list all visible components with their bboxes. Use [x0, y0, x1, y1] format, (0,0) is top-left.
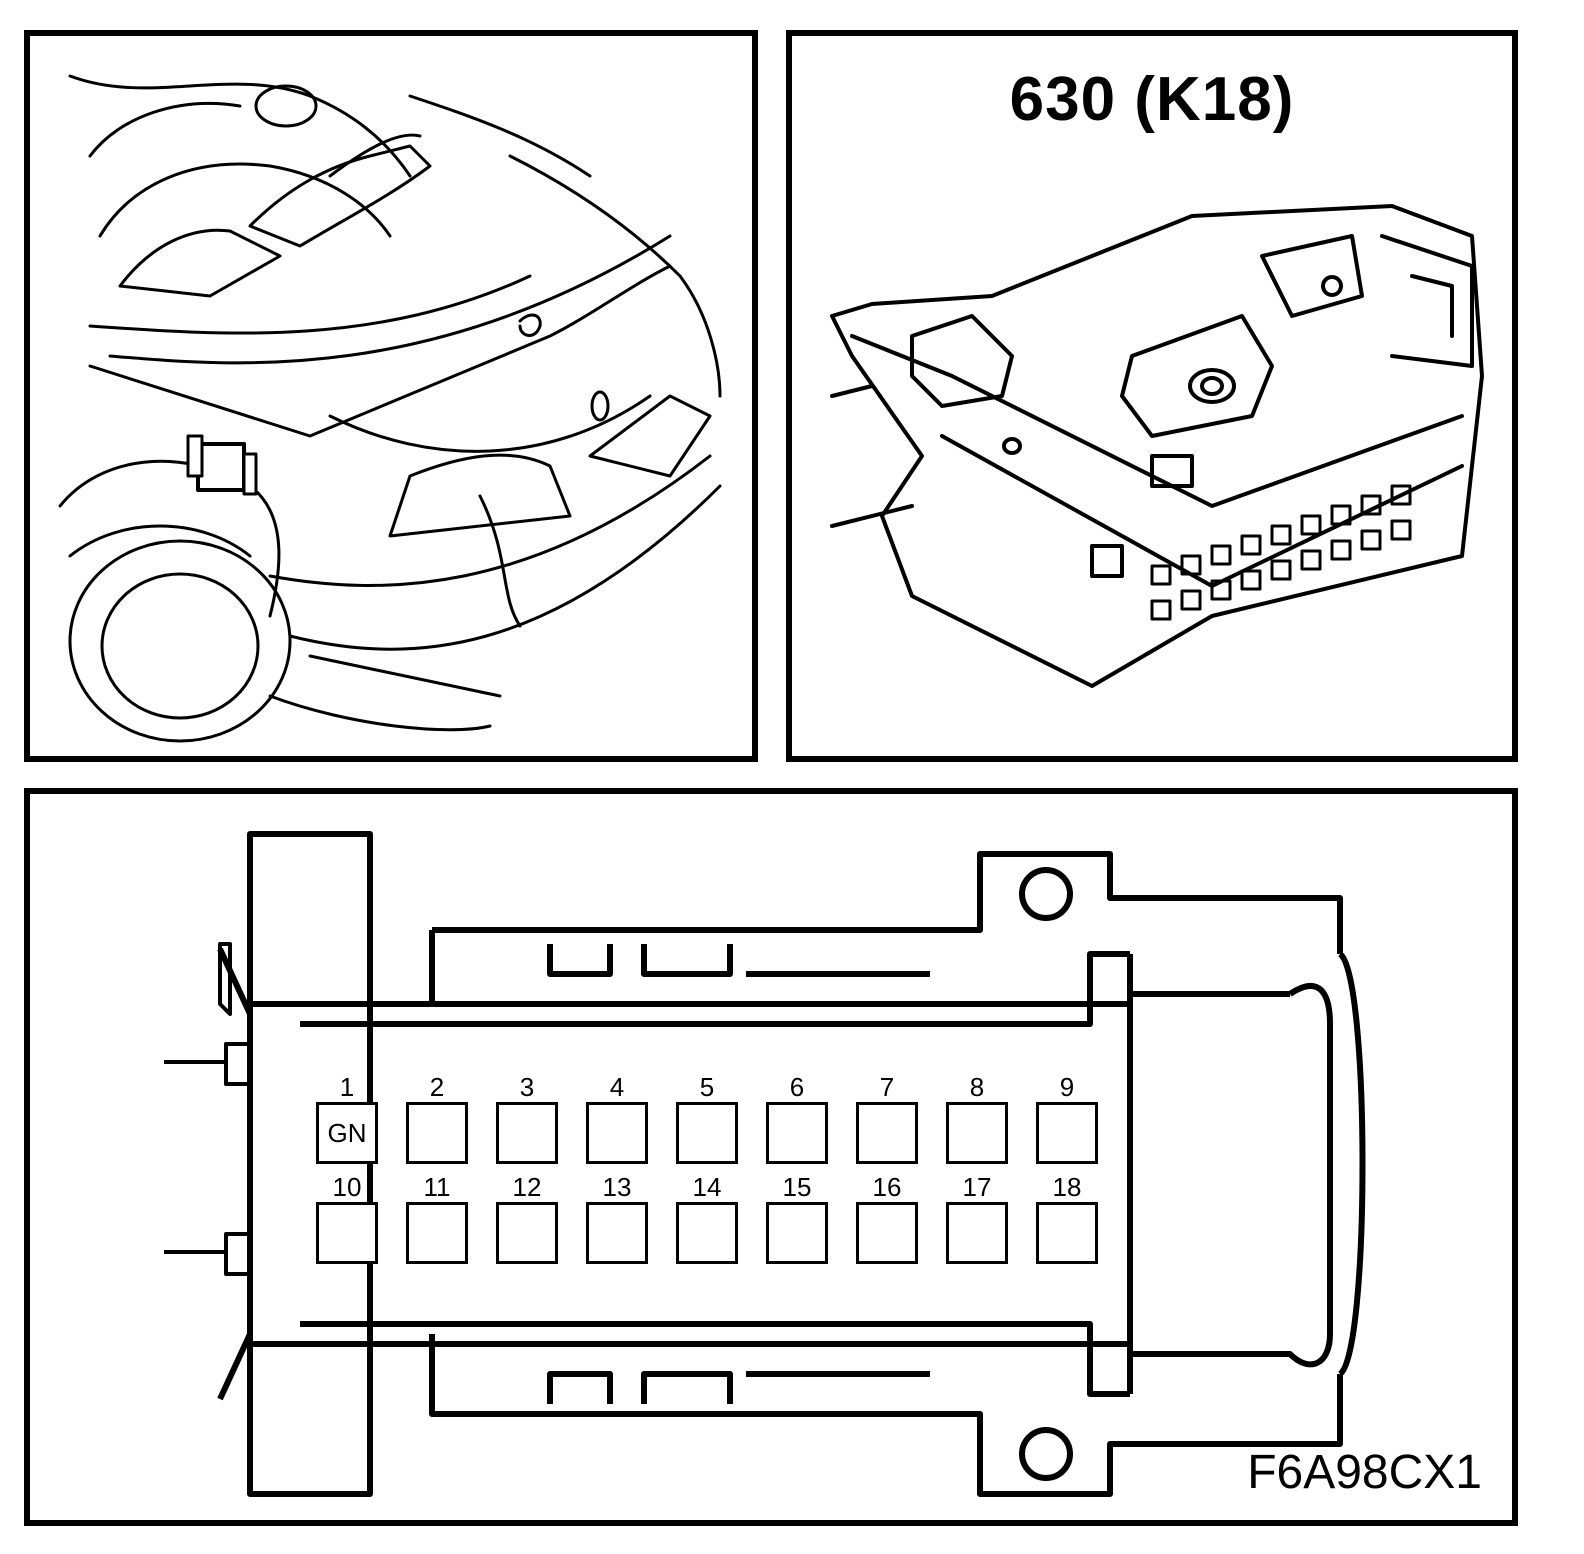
- pin-number: 18: [1052, 1172, 1082, 1202]
- vehicle-rear-illustration: [58, 74, 722, 743]
- pin-number: 12: [512, 1172, 542, 1202]
- pin-cavity: [316, 1202, 378, 1264]
- pin-cavity: [586, 1102, 648, 1164]
- pin-cavity: [946, 1102, 1008, 1164]
- pin-cavity: [676, 1102, 738, 1164]
- pin-number: 11: [423, 1172, 451, 1202]
- pin-number: 1: [339, 1072, 355, 1102]
- pin-cavity: [1036, 1102, 1098, 1164]
- pin-number: 10: [332, 1172, 362, 1202]
- pin-cavity: [1036, 1202, 1098, 1264]
- pin-number: 3: [519, 1072, 535, 1102]
- pin-cavity: [496, 1102, 558, 1164]
- pin-number: 16: [872, 1172, 902, 1202]
- pin-number: 2: [429, 1072, 445, 1102]
- pin-number: 15: [782, 1172, 812, 1202]
- pin-number: 9: [1059, 1072, 1075, 1102]
- pin-number: 8: [969, 1072, 985, 1102]
- pin-number: 4: [609, 1072, 625, 1102]
- pin-cavity: [676, 1202, 738, 1264]
- pin-cavity: [946, 1202, 1008, 1264]
- pin-number: 7: [879, 1072, 895, 1102]
- pin-number: 14: [692, 1172, 722, 1202]
- pin-cavity: [406, 1102, 468, 1164]
- pin-cavity: [856, 1102, 918, 1164]
- pin-cavity: [766, 1202, 828, 1264]
- pin-cavity: [496, 1202, 558, 1264]
- connector-title: 630 (K18): [1009, 65, 1295, 134]
- vehicle-location-panel: [24, 30, 758, 762]
- pin-number: 13: [602, 1172, 632, 1202]
- pin-cavity: [586, 1202, 648, 1264]
- connector-view-panel: 630 (K18): [786, 30, 1518, 762]
- pin-cavity: GN: [316, 1102, 378, 1164]
- connector-face-outline: [164, 831, 1366, 1497]
- pin-number: 17: [962, 1172, 992, 1202]
- pin-cavity: [406, 1202, 468, 1264]
- pin-cavity: [766, 1102, 828, 1164]
- pin-number: 5: [699, 1072, 715, 1102]
- pin-cavity: [856, 1202, 918, 1264]
- figure-code: F6A98CX1: [1247, 1446, 1482, 1499]
- pin-number: 6: [789, 1072, 805, 1102]
- connector-isometric-illustration: [830, 204, 1484, 688]
